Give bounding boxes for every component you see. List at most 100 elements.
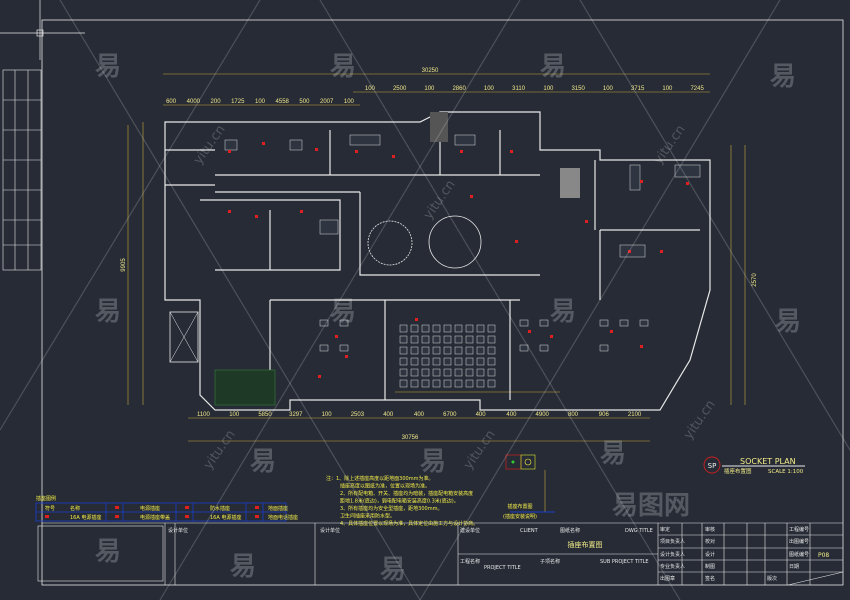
seat [487, 379, 496, 388]
section-symbol [703, 456, 721, 474]
socket-marker [585, 220, 588, 223]
title-block [37, 522, 844, 586]
dimension-value: 500 [299, 99, 310, 105]
design-unit-label: 设计单位 [168, 527, 188, 534]
dimension-value: 4000 [187, 99, 201, 105]
furniture-block [319, 219, 339, 235]
dimension-value: 100 [229, 412, 240, 418]
note-line: 4、具体插座位置以现场为准，具体定位由施工方与设计协商。 [340, 520, 478, 527]
svg-text:制图: 制图 [705, 563, 715, 570]
legend-socket-icon [255, 515, 259, 518]
watermark-glyph: 易 [95, 537, 121, 567]
dimension-value: 100 [255, 99, 266, 105]
socket-marker [228, 210, 231, 213]
floor-plan [164, 111, 711, 411]
seat [476, 324, 485, 333]
socket-marker [550, 335, 553, 338]
legend-cell: 电源插座带盖 [140, 514, 170, 521]
dimension-value: 906 [599, 412, 610, 418]
note-line: 3、所有插座均为安全型插座，距地300mm。 [340, 505, 442, 512]
watermark-glyph: 易 [770, 62, 796, 92]
legend-cell: 地面电话插座 [268, 514, 298, 521]
watermark-glyph: 易 [540, 52, 566, 82]
client-label: CLIENT [520, 528, 539, 534]
socket-marker [355, 150, 358, 153]
seat [399, 357, 408, 366]
dwg-title-label: DWG TITLE [625, 528, 653, 534]
socket-marker [335, 335, 338, 338]
dimension-value: 3297 [289, 412, 303, 418]
svg-text:专业负责人: 专业负责人 [660, 563, 685, 570]
seat [399, 324, 408, 333]
seat [410, 335, 419, 344]
sub-project-label: SUB PROJECT TITLE [600, 559, 649, 565]
seat [421, 324, 430, 333]
dimension-value: 7245 [690, 86, 704, 92]
seat [443, 368, 452, 377]
seat [476, 368, 485, 377]
seat [465, 379, 474, 388]
furniture-block [224, 139, 238, 151]
dimension-value: 1100 [197, 412, 211, 418]
seat [487, 357, 496, 366]
dimension-value: 200 [211, 99, 222, 105]
furniture-block [539, 319, 549, 327]
furniture-block [319, 319, 329, 327]
seat [399, 346, 408, 355]
dimension-value: 6700 [443, 412, 457, 418]
svg-text:项目负责人: 项目负责人 [660, 538, 685, 545]
dimension-value: 100 [424, 86, 435, 92]
socket-marker [318, 375, 321, 378]
dimension-value: 600 [166, 99, 177, 105]
svg-text:版次: 版次 [767, 575, 777, 582]
socket-marker [345, 355, 348, 358]
seat [399, 368, 408, 377]
furniture-block [339, 344, 349, 352]
seat [432, 357, 441, 366]
seat [399, 379, 408, 388]
furniture-block [454, 134, 476, 146]
dimension-value: 4900 [536, 412, 550, 418]
seat [476, 379, 485, 388]
seat [476, 335, 485, 344]
seat [454, 324, 463, 333]
furniture-block [349, 134, 381, 146]
seat [432, 324, 441, 333]
dimension-value: 400 [383, 412, 394, 418]
dimension-value: 4558 [276, 99, 290, 105]
socket-symbol-box [505, 454, 555, 513]
dimension-value: 3110 [512, 86, 526, 92]
seat [410, 324, 419, 333]
dimension-value: 100 [543, 86, 554, 92]
seat [487, 346, 496, 355]
seat [454, 379, 463, 388]
seat [443, 324, 452, 333]
furniture-block [639, 319, 649, 327]
seat [465, 335, 474, 344]
seat [410, 357, 419, 366]
watermark-glyph: 易 [420, 447, 446, 477]
dimension-value: 400 [476, 412, 487, 418]
seat [454, 368, 463, 377]
seat [421, 379, 430, 388]
furniture-block [619, 244, 646, 258]
furniture-block [599, 344, 609, 352]
note-line: 插座高度以图纸为准，位置以现场为准。 [340, 483, 430, 490]
seat [443, 379, 452, 388]
design-unit-label-2: 设计单位 [320, 527, 340, 534]
seat [421, 368, 430, 377]
seat [476, 357, 485, 366]
legend-socket-icon [185, 506, 189, 509]
legend-socket-icon [45, 515, 49, 518]
furniture-block [619, 319, 629, 327]
legend-socket-icon [255, 506, 259, 509]
drawing-name: 插座布置图 [568, 540, 603, 549]
svg-text:校对: 校对 [705, 538, 715, 545]
socket-marker [686, 182, 689, 185]
legend-socket-icon [115, 515, 119, 518]
dimension-value: 100 [322, 412, 333, 418]
svg-text:审核: 审核 [705, 526, 715, 533]
socket-marker [460, 150, 463, 153]
